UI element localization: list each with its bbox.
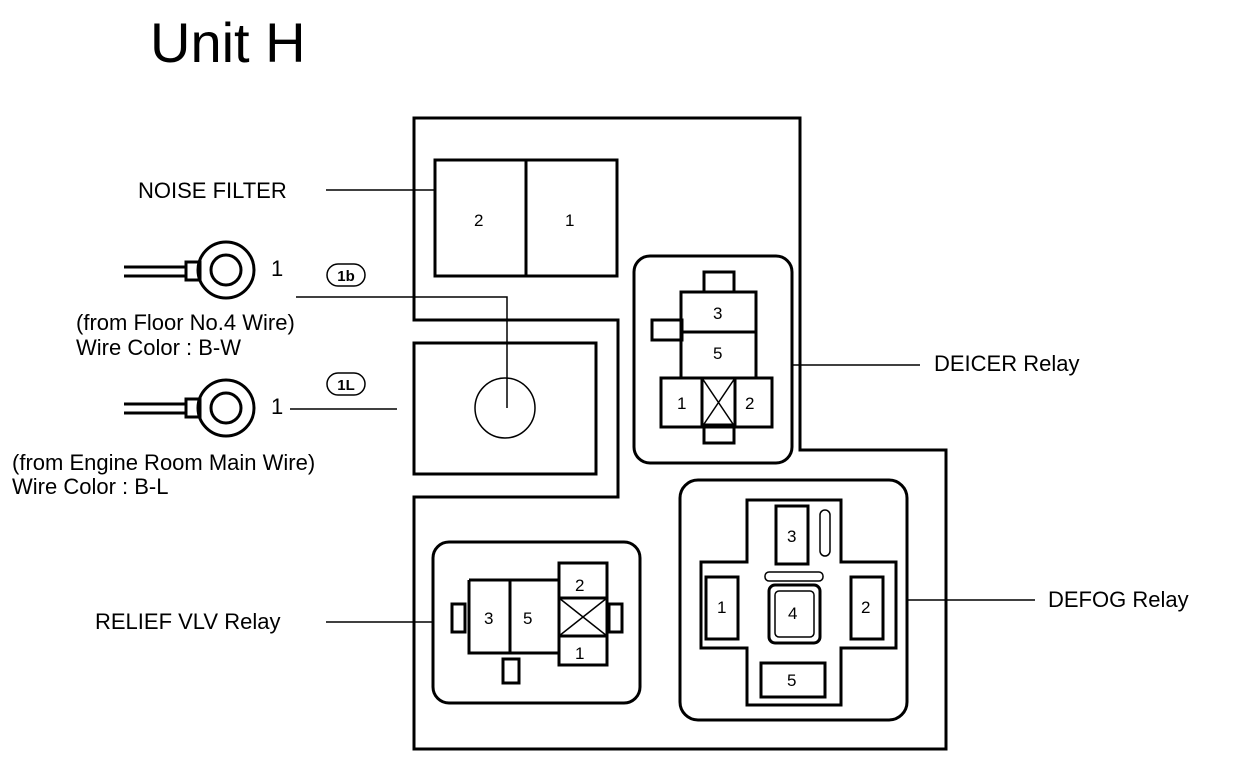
terminal-1l-wire-color: Wire Color : B-L (12, 474, 168, 499)
badge-1b-text: 1b (337, 268, 355, 285)
defog-pin-3: 3 (787, 527, 796, 546)
relief-pin-1: 1 (575, 644, 584, 663)
defog-pin-4: 4 (788, 604, 797, 623)
connector-badge-1b: 1b (326, 263, 366, 287)
terminal-1l (124, 378, 256, 438)
defog-pin-2: 2 (861, 598, 870, 617)
terminal-1b (124, 240, 256, 300)
deicer-label: DEICER Relay (934, 351, 1079, 376)
noise-filter-pin-1: 1 (565, 211, 574, 230)
connector-badge-1l: 1L (326, 372, 366, 396)
defog-pin-1: 1 (717, 598, 726, 617)
terminal-1b-wire-color: Wire Color : B-W (76, 335, 241, 360)
terminal-1b-pin: 1 (271, 256, 283, 281)
terminal-1b-source: (from Floor No.4 Wire) (76, 310, 295, 335)
deicer-pin-1: 1 (677, 394, 686, 413)
badge-1l-text: 1L (337, 377, 355, 394)
deicer-pin-5: 5 (713, 344, 722, 363)
terminal-1l-source: (from Engine Room Main Wire) (12, 450, 315, 475)
defog-relay: 3 1 4 2 5 (678, 478, 909, 722)
relief-label: RELIEF VLV Relay (95, 609, 280, 634)
relief-pin-5: 5 (523, 609, 532, 628)
noise-filter: 2 1 (433, 158, 619, 278)
relief-vlv-relay: 3 5 2 1 (431, 540, 642, 705)
deicer-relay: 3 5 1 2 (632, 254, 794, 465)
noise-filter-label: NOISE FILTER (138, 178, 287, 203)
relief-pin-3: 3 (484, 609, 493, 628)
ground-bolt-block (412, 341, 598, 476)
defog-label: DEFOG Relay (1048, 587, 1189, 612)
terminal-1b-leader (296, 296, 508, 408)
defog-pin-5: 5 (787, 671, 796, 690)
page-title: Unit H (150, 11, 306, 74)
ground-bolt (474, 377, 536, 439)
relief-pin-2: 2 (575, 576, 584, 595)
terminal-1l-pin: 1 (271, 394, 283, 419)
noise-filter-pin-2: 2 (474, 211, 483, 230)
deicer-pin-2: 2 (745, 394, 754, 413)
deicer-pin-3: 3 (713, 304, 722, 323)
unit-outline (412, 116, 948, 751)
